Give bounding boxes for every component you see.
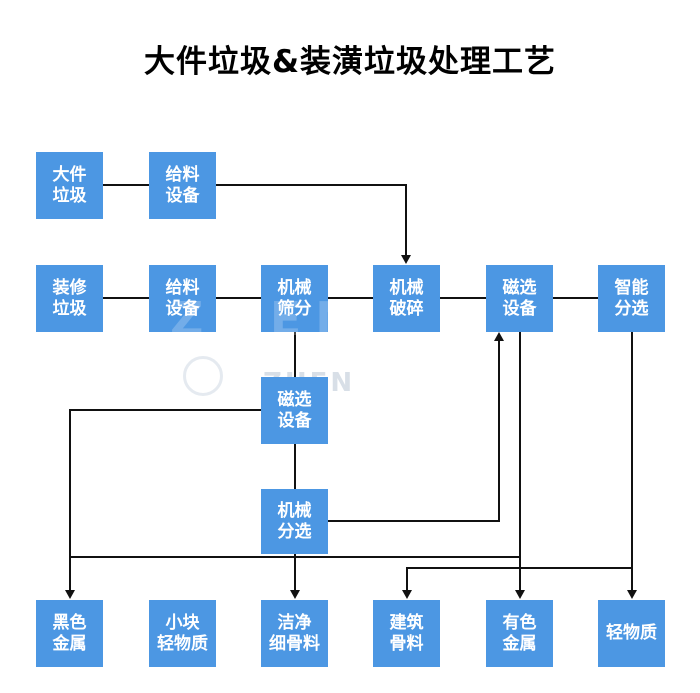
edge-magnetic-mid-to-mech-sorting [294, 444, 296, 489]
edge-crushing-to-magnetic [440, 297, 486, 299]
node-clean-fine-aggregate: 洁净 细骨料 [261, 600, 328, 667]
edge-smart-to-light-v [631, 332, 633, 590]
node-smart-sorting: 智能 分选 [598, 265, 665, 332]
node-bulky-waste: 大件 垃圾 [36, 152, 103, 219]
edge-bulky-to-feeder [103, 184, 149, 186]
edge-renovation-to-feeder [103, 297, 149, 299]
edge-feeder-to-crusher-v [405, 184, 407, 256]
edge-mech-sorting-to-magnetic-h [328, 520, 499, 522]
node-mechanical-screening: 机械 筛分 [261, 265, 328, 332]
node-construction-aggregate: 建筑 骨料 [373, 600, 440, 667]
edge-bus-to-construction-v [406, 567, 408, 591]
edge-magnetic-to-nonferrous-v [519, 332, 521, 590]
node-feeder-bottom: 给料 设备 [149, 265, 216, 332]
edge-mech-sorting-to-magnetic-v [498, 341, 500, 522]
arrowhead-into-ferrous [65, 590, 75, 599]
node-ferrous-metal: 黑色 金属 [36, 600, 103, 667]
edge-magnetic-mid-to-ferrous-v [69, 409, 71, 591]
watermark-circle [183, 356, 223, 396]
edge-screening-to-magnetic-mid [294, 332, 296, 377]
node-magnetic-separation-mid: 磁选 设备 [261, 377, 328, 444]
node-nonferrous-metal: 有色 金属 [486, 600, 553, 667]
arrowhead-into-nonferrous [515, 590, 525, 599]
arrowhead-into-crushing [401, 255, 411, 264]
page-title: 大件垃圾&装潢垃圾处理工艺 [143, 44, 557, 80]
edge-feeder-to-screening [216, 297, 261, 299]
edge-magnetic-mid-to-ferrous-h [69, 409, 261, 411]
arrowhead-into-clean-fine [290, 590, 300, 599]
node-feeder-top: 给料 设备 [149, 152, 216, 219]
node-magnetic-separation-main: 磁选 设备 [486, 265, 553, 332]
edge-smart-output-bus [406, 567, 633, 569]
arrowhead-into-construction [402, 590, 412, 599]
node-small-light-material: 小块 轻物质 [149, 600, 216, 667]
edge-screening-to-crushing [328, 297, 373, 299]
node-renovation-waste: 装修 垃圾 [36, 265, 103, 332]
arrowhead-into-light [627, 590, 637, 599]
node-light-material: 轻物质 [598, 600, 665, 667]
edge-feeder-to-crusher-h [216, 184, 407, 186]
node-mechanical-crushing: 机械 破碎 [373, 265, 440, 332]
arrowhead-into-magnetic [494, 332, 504, 341]
edge-magnetic-to-smart [553, 297, 598, 299]
node-mechanical-sorting: 机械 分选 [261, 489, 328, 554]
edge-mech-sorting-to-clean-fine [294, 554, 296, 591]
